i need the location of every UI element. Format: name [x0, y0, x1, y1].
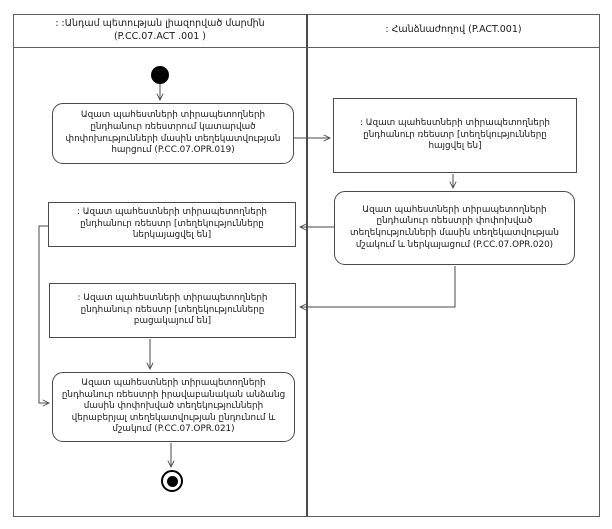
final-node-dot	[166, 475, 178, 487]
header-underline	[13, 47, 600, 48]
final-node	[161, 470, 183, 492]
activity-opr020-process-and-present: Ազատ պահեստների տիրապետողների ընդհանուր …	[334, 191, 575, 265]
lane-title: : Հանձնաժողով (P.ACT.001)	[385, 24, 522, 36]
initial-node	[151, 66, 169, 84]
activity-opr021-receive-and-process: Ազատ պահեստների տիրապետողների ընդհանուր …	[52, 372, 295, 442]
lane-title-line1: : :Անդամ պետության լիազորված մարմին	[55, 18, 265, 30]
lane-header-commission: : Հանձնաժողով (P.ACT.001)	[309, 15, 598, 46]
swimlane-divider	[306, 14, 308, 517]
lane-header-member-state-authority: : :Անդամ պետության լիազորված մարմին (P.C…	[14, 15, 306, 46]
object-registry-info-absent: : Ազատ պահեստների տիրապետողների ընդհանու…	[49, 283, 296, 338]
lane-title-line2: (P.CC.07.ACT .001 )	[113, 30, 207, 42]
activity-opr019-information-request: Ազատ պահեստների տիրապետողների ընդհանուր …	[52, 103, 294, 164]
object-registry-info-requested: : Ազատ պահեստների տիրապետողների ընդհանու…	[333, 98, 577, 173]
object-registry-info-presented: : Ազատ պահեստների տիրապետողների ընդհանու…	[48, 202, 296, 247]
